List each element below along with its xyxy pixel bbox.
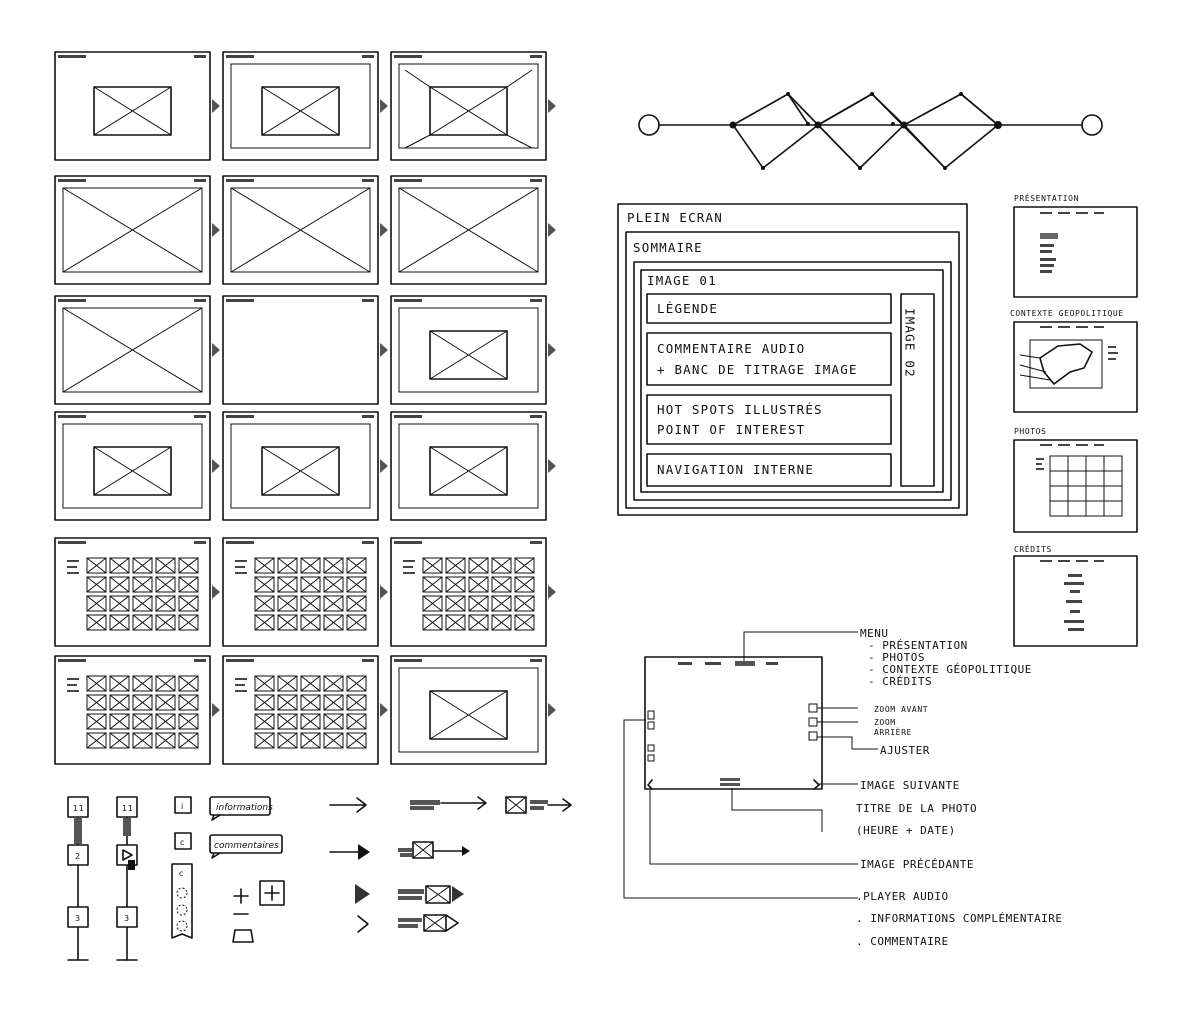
thumb-credits-label: CRÉDITS xyxy=(1014,543,1052,554)
annotation-commentaire: . COMMENTAIRE xyxy=(856,935,949,948)
legend-box xyxy=(646,293,892,324)
storyboard-grid xyxy=(54,51,556,765)
thumb-presentation-label: PRÉSENTATION xyxy=(1014,192,1079,203)
storyboard-frame xyxy=(222,411,379,521)
storyboard-frame xyxy=(222,51,379,161)
audio-comment-box xyxy=(646,332,892,386)
annotation-image-precedante: IMAGE PRÉCÉDANTE xyxy=(860,858,974,871)
storyboard-frame xyxy=(390,51,547,161)
annotation-ajuster: AJUSTER xyxy=(880,744,930,757)
storyboard-frame xyxy=(54,295,211,405)
storyboard-frame xyxy=(390,175,547,285)
storyboard-frame xyxy=(54,537,211,647)
commentaire-line1: COMMENTAIRE AUDIO xyxy=(657,341,805,356)
comment-icon[interactable] xyxy=(174,832,192,850)
navigation-box xyxy=(646,453,892,487)
step-3-label: 3 xyxy=(75,914,81,923)
commentaire-line2: + BANC DE TITRAGE IMAGE xyxy=(657,362,858,377)
legende-label: LÉGENDE xyxy=(657,301,718,316)
zoom-in-icon[interactable] xyxy=(233,888,249,904)
thumb-contexte-label: CONTEXTE GEOPOLITIQUE xyxy=(1010,309,1124,318)
annotation-arriere: ARRIÈRE xyxy=(874,726,912,737)
navigation-flow-graph xyxy=(638,92,1103,170)
storyboard-frame xyxy=(390,537,547,647)
info-icon[interactable] xyxy=(174,796,192,814)
control-legend: 11 2 3 11 3 i informations c commentaire… xyxy=(67,796,572,961)
fullscreen-structure: PLEIN ECRAN SOMMAIRE IMAGE 01 LÉGENDE CO… xyxy=(617,203,968,516)
svg-text:- PHOTOS: - PHOTOS xyxy=(868,651,925,664)
svg-text:i: i xyxy=(181,802,184,811)
storyboard-frame xyxy=(390,655,547,765)
commentaires-pill: commentaires xyxy=(214,841,279,851)
thumb-presentation[interactable] xyxy=(1013,206,1138,298)
annotation-informations: . INFORMATIONS COMPLÉMENTAIRE xyxy=(856,912,1063,925)
svg-text:- CONTEXTE GÉOPOLITIQUE: - CONTEXTE GÉOPOLITIQUE xyxy=(868,663,1032,676)
step-3b-label: 3 xyxy=(124,914,130,923)
annotation-menu: MENU xyxy=(860,627,889,640)
fit-icon[interactable] xyxy=(232,929,254,943)
step-11b-label: 11 xyxy=(122,804,133,813)
thumb-photos[interactable] xyxy=(1013,439,1138,533)
annotation-titre-photo: TITRE DE LA PHOTO xyxy=(856,802,977,815)
image-02-box xyxy=(900,293,935,487)
step-11-label: 11 xyxy=(73,804,84,813)
storyboard-frame xyxy=(222,655,379,765)
storyboard-frame xyxy=(222,295,379,405)
thumb-credits[interactable] xyxy=(1013,555,1138,647)
storyboard-frame xyxy=(54,175,211,285)
hotspots-box xyxy=(646,394,892,445)
annotation-zoom: ZOOM xyxy=(874,718,896,727)
storyboard-frame xyxy=(390,411,547,521)
svg-text:- PRÉSENTATION: - PRÉSENTATION xyxy=(868,639,968,652)
storyboard-frame xyxy=(54,655,211,765)
storyboard-frame xyxy=(390,295,547,405)
informations-pill: informations xyxy=(216,803,273,813)
annotation-heure-date: (HEURE + DATE) xyxy=(856,824,956,837)
plein-ecran-title: PLEIN ECRAN xyxy=(627,210,723,225)
hotspots-line1: HOT SPOTS ILLUSTRÉS xyxy=(657,402,823,417)
annotation-player-audio: .PLAYER AUDIO xyxy=(856,890,949,903)
play-icon[interactable] xyxy=(122,849,133,861)
storyboard-frame xyxy=(222,175,379,285)
sommaire-label: SOMMAIRE xyxy=(633,240,703,255)
hotspots-line2: POINT OF INTEREST xyxy=(657,422,805,437)
svg-text:c: c xyxy=(179,869,184,878)
svg-text:- CRÉDITS: - CRÉDITS xyxy=(868,675,932,688)
storyboard-frame xyxy=(54,51,211,161)
annotated-screen: MENU - PRÉSENTATION - PHOTOS - CONTEXTE … xyxy=(623,627,1063,948)
section-thumbnails: PRÉSENTATION CONTEXTE GEOPOLITIQUE PHOTO… xyxy=(1010,192,1138,647)
annotation-zoom-avant: ZOOM AVANT xyxy=(874,705,928,714)
storyboard-frame xyxy=(54,411,211,521)
image-01-label: IMAGE 01 xyxy=(647,273,717,288)
storyboard-frame xyxy=(222,537,379,647)
thumb-contexte[interactable] xyxy=(1013,321,1138,413)
annotation-image-suivante: IMAGE SUIVANTE xyxy=(860,779,960,792)
navigation-label: NAVIGATION INTERNE xyxy=(657,462,814,477)
svg-text:c: c xyxy=(180,838,185,847)
image-02-label: IMAGE 02 xyxy=(903,308,918,378)
thumb-photos-label: PHOTOS xyxy=(1014,427,1047,436)
step-2-label: 2 xyxy=(75,852,81,861)
